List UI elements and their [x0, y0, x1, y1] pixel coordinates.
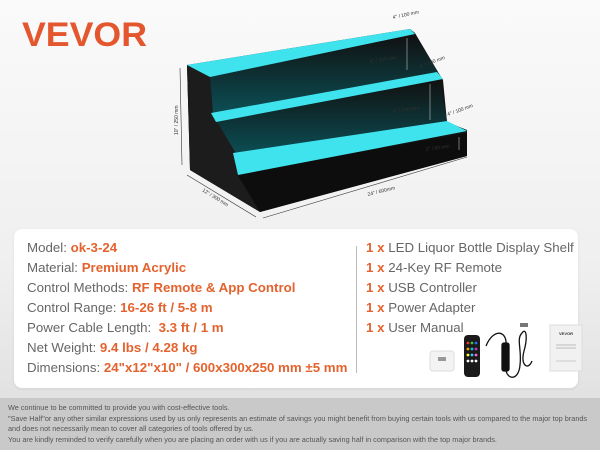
spec-control-range: Control Range: 16-26 ft / 5-8 m	[27, 298, 347, 318]
spec-value: 24"x12"x10" / 600x300x250 mm ±5 mm	[103, 360, 348, 375]
top-depth-label: 4" / 100 mm	[392, 10, 419, 21]
spec-material: Material: Premium Acrylic	[27, 258, 347, 278]
disclaimer-footer: We continue to be committed to provide y…	[0, 398, 600, 450]
package-item-label: USB Controller	[388, 280, 477, 295]
spec-value: 9.4 lbs / 4.28 kg	[99, 340, 198, 355]
package-item: 1 x LED Liquor Bottle Display Shelf	[366, 238, 574, 258]
riser-upper	[210, 35, 438, 114]
disclaimer-line: "Save Half"or any other similar expressi…	[8, 413, 588, 434]
package-item-label: LED Liquor Bottle Display Shelf	[388, 240, 574, 255]
tread-middle	[211, 72, 443, 122]
package-list: 1 x LED Liquor Bottle Display Shelf 1 x …	[366, 238, 574, 338]
spec-label: Net Weight:	[27, 340, 100, 355]
package-qty: 1 x	[366, 240, 385, 255]
lower-depth-label: 4" / 100 mm	[447, 103, 474, 118]
spec-label: Dimensions:	[27, 360, 104, 375]
middle-height-label: 4" / 100 mm	[392, 105, 419, 115]
riser-middle	[216, 80, 447, 155]
brand-logo: VEVOR	[22, 16, 147, 54]
package-item: 1 x Power Adapter	[366, 298, 574, 318]
remote-icon	[464, 335, 480, 377]
spec-value: Premium Acrylic	[81, 260, 187, 275]
upper-height-label: 4" / 100 mm	[369, 55, 396, 65]
spec-card: Model: ok-3-24 Material: Premium Acrylic…	[14, 229, 583, 388]
led-shelf-illustration: 4" / 100 mm 4" / 100 mm 4" / 100 mm 4" /…	[174, 10, 474, 219]
disclaimer-line: We continue to be committed to provide y…	[8, 403, 230, 412]
spec-value: ok-3-24	[70, 240, 118, 255]
manual-logo: VEVOR	[559, 331, 573, 336]
package-item: 1 x User Manual	[366, 318, 574, 338]
spec-power-cable: Power Cable Length: 3.3 ft / 1 m	[27, 318, 347, 338]
lower-height-label: 2" / 50 mm	[425, 144, 450, 153]
spec-label: Power Cable Length:	[27, 320, 159, 335]
divider	[356, 246, 357, 373]
spec-value: RF Remote & App Control	[131, 280, 296, 295]
spec-label: Model:	[27, 240, 71, 255]
package-qty: 1 x	[366, 280, 385, 295]
spec-model: Model: ok-3-24	[27, 238, 347, 258]
tread-top	[187, 29, 415, 77]
spec-label: Control Methods:	[27, 280, 132, 295]
user-manual-icon: VEVOR	[549, 324, 583, 372]
power-adapter-icon	[429, 350, 455, 372]
package-item-label: Power Adapter	[388, 300, 476, 315]
spec-control-methods: Control Methods: RF Remote & App Control	[27, 278, 347, 298]
package-item: 1 x USB Controller	[366, 278, 574, 298]
riser-lower	[237, 133, 467, 212]
spec-value: 16-26 ft / 5-8 m	[120, 300, 213, 315]
disclaimer-line: You are kindly reminded to verify carefu…	[8, 434, 497, 444]
spec-value: 3.3 ft / 1 m	[158, 320, 224, 335]
accessories-image: VEVOR	[429, 323, 583, 378]
spec-dimensions: Dimensions: 24"x12"x10" / 600x300x250 mm…	[27, 358, 347, 378]
package-item-label: 24-Key RF Remote	[388, 260, 503, 275]
package-qty: 1 x	[366, 260, 385, 275]
package-item-label: User Manual	[388, 320, 464, 335]
spec-label: Material:	[27, 260, 82, 275]
package-item: 1 x 24-Key RF Remote	[366, 258, 574, 278]
tread-lower	[233, 121, 467, 175]
spec-net-weight: Net Weight: 9.4 lbs / 4.28 kg	[27, 338, 347, 358]
package-qty: 1 x	[366, 320, 385, 335]
total-width-label: 24" / 600mm	[367, 185, 396, 198]
package-qty: 1 x	[366, 300, 385, 315]
shelf-left-side	[187, 65, 260, 212]
total-height-label: 10" / 250 mm	[174, 105, 180, 135]
usb-controller-icon	[485, 323, 533, 378]
spec-list: Model: ok-3-24 Material: Premium Acrylic…	[27, 238, 347, 378]
spec-label: Control Range:	[27, 300, 121, 315]
